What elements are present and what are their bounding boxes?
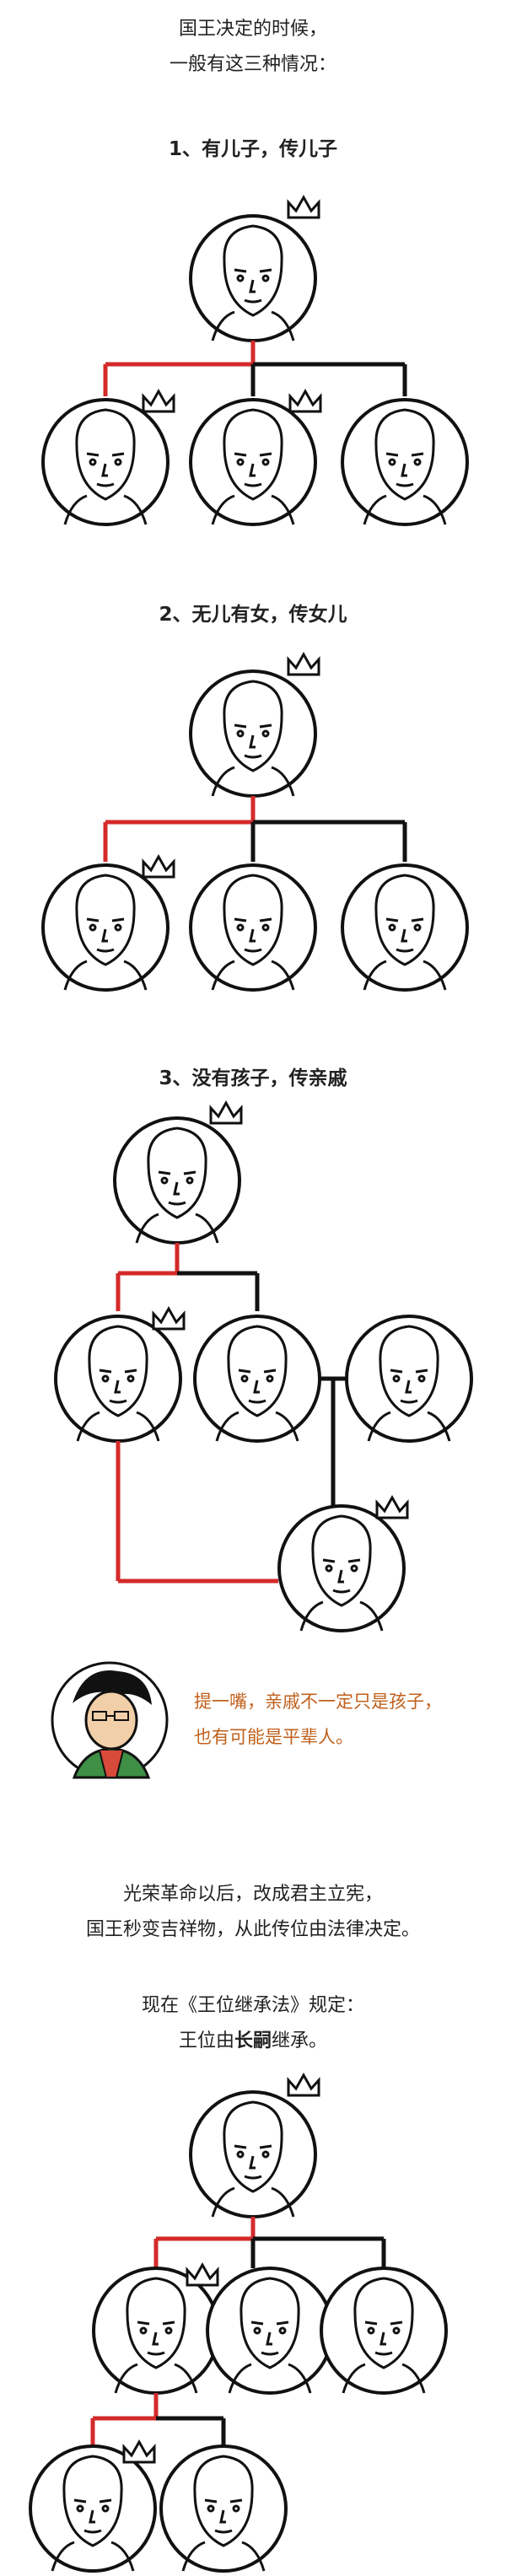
king-portrait bbox=[191, 216, 315, 341]
case-2-diagram bbox=[43, 654, 467, 990]
crown-icon bbox=[143, 391, 174, 411]
case-3-diagram bbox=[56, 1103, 471, 1631]
relative-portrait bbox=[195, 1316, 320, 1441]
son-portrait bbox=[191, 400, 315, 524]
narrator-avatar bbox=[52, 1663, 167, 1777]
crown-icon bbox=[377, 1498, 407, 1518]
crown-icon bbox=[288, 197, 319, 218]
daughter-portrait bbox=[342, 400, 467, 524]
daughter-portrait bbox=[43, 865, 168, 990]
grandchild-portrait bbox=[161, 2446, 286, 2571]
child-portrait bbox=[94, 2268, 218, 2393]
crown-icon bbox=[288, 2075, 319, 2095]
case-1-diagram bbox=[43, 197, 467, 524]
crown-icon bbox=[290, 391, 320, 411]
king-portrait bbox=[115, 1118, 240, 1243]
crown-icon bbox=[143, 857, 174, 877]
crown-icon bbox=[288, 654, 319, 675]
relative-portrait bbox=[347, 1316, 471, 1441]
daughter-portrait bbox=[191, 865, 315, 990]
child-portrait bbox=[207, 2268, 332, 2393]
law-diagram bbox=[30, 2075, 446, 2571]
crown-icon bbox=[211, 1103, 241, 1123]
relative-portrait bbox=[56, 1316, 180, 1441]
crown-icon bbox=[187, 2265, 218, 2285]
child-portrait bbox=[321, 2268, 446, 2393]
king-portrait bbox=[191, 2092, 315, 2217]
daughter-portrait bbox=[342, 865, 467, 990]
king-portrait bbox=[191, 671, 315, 796]
crown-icon bbox=[124, 2442, 154, 2462]
son-portrait bbox=[43, 400, 168, 524]
relative-portrait bbox=[279, 1506, 404, 1631]
crown-icon bbox=[153, 1309, 184, 1329]
grandchild-portrait bbox=[30, 2446, 155, 2571]
